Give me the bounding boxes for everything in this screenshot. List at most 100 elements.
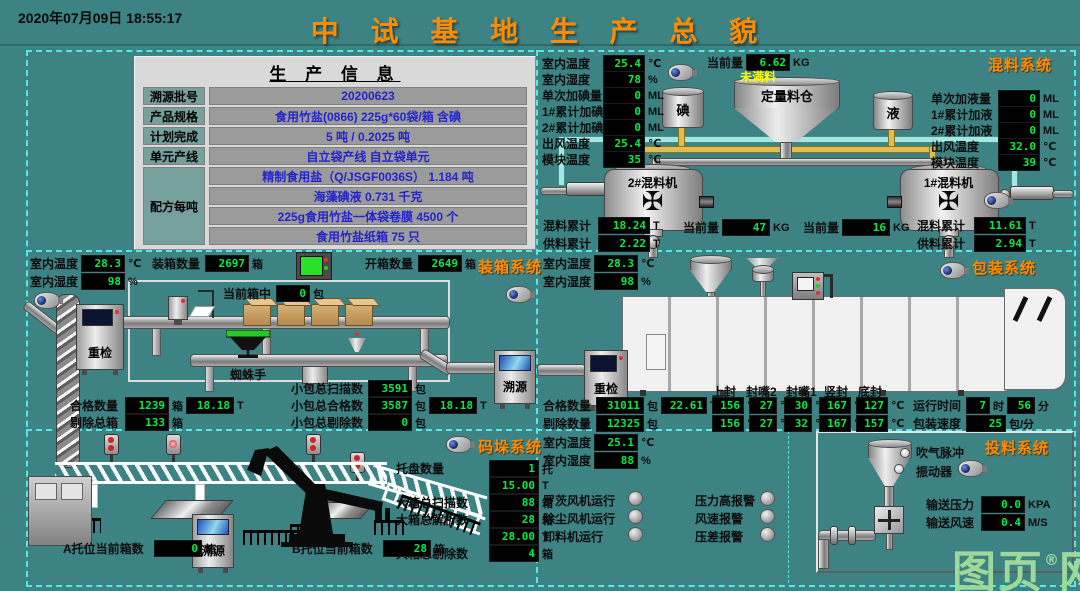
- control-panel-icon[interactable]: [792, 272, 824, 300]
- indicator-label: 罗茨风机运行: [543, 494, 616, 508]
- count-unit: 箱: [434, 543, 445, 556]
- count-label: 当前箱中: [223, 287, 272, 301]
- env-unit: ℃: [128, 258, 142, 270]
- param-label: 出风温度: [542, 137, 591, 151]
- led-value: 28.00: [489, 528, 539, 545]
- count-unit: 箱: [172, 417, 183, 430]
- count-unit: T: [542, 479, 549, 492]
- indicator-label: 卸料机运行: [543, 530, 604, 544]
- boxing-system-title[interactable]: 装箱系统: [478, 259, 543, 276]
- led-value: 18.18: [429, 397, 477, 414]
- param-label: 2#累计加碘: [542, 121, 604, 135]
- env-unit: ℃: [641, 437, 655, 449]
- led-value: 25.1: [594, 434, 638, 451]
- packaging-system-title[interactable]: 包装系统: [972, 260, 1037, 277]
- count-unit: 箱: [172, 400, 183, 413]
- camera-icon[interactable]: [34, 292, 63, 309]
- production-info-panel: 生 产 信 息 溯源批号 20200623 产品规格 食用竹盐(0866) 22…: [134, 56, 536, 250]
- machine-screen: [197, 519, 229, 535]
- count-unit: 箱: [252, 258, 263, 271]
- param-label: 1#累计加液: [931, 108, 993, 122]
- count-unit: 包: [647, 418, 658, 431]
- param-label: 1#累计加碘: [542, 105, 604, 119]
- param-unit: ℃: [1043, 157, 1057, 169]
- machine-screen: [590, 355, 617, 372]
- param-unit: KPA: [1028, 498, 1051, 511]
- env-label: 室内温度: [30, 257, 79, 271]
- led-value: 22.61: [661, 397, 707, 414]
- sensor-device: [168, 296, 188, 325]
- count-unit: 箱: [542, 514, 553, 527]
- count-label: 合格数量: [70, 399, 119, 413]
- signal-light-icon: [104, 434, 119, 464]
- packaging-machine: [622, 296, 1008, 392]
- led-value: 25: [966, 415, 1006, 432]
- count-label: 小包总扫描数: [291, 382, 364, 396]
- env-label: 室内温度: [543, 257, 592, 271]
- led-value: 88: [489, 494, 539, 511]
- temp-unit: ℃: [891, 400, 905, 412]
- led-value: 32.0: [998, 138, 1040, 155]
- count-label: B托位当前箱数: [292, 542, 373, 556]
- param-label: 输送压力: [926, 498, 975, 512]
- machine-label: 溯源: [502, 380, 527, 394]
- indicator-lamp: [760, 491, 775, 506]
- indicator-label: 风速报警: [695, 512, 744, 526]
- monitor-icon[interactable]: [296, 252, 332, 280]
- param-unit: M/S: [1028, 516, 1048, 529]
- indicator-label: 压力高报警: [695, 494, 756, 508]
- conveyor-leg: [408, 366, 417, 392]
- watermark-text: 网: [1059, 547, 1080, 591]
- indicator-lamp: [628, 509, 643, 524]
- param-unit: ML: [1043, 92, 1059, 105]
- runtime-unit: 时: [993, 400, 1004, 413]
- horizontal-divider-2: [26, 429, 1072, 431]
- param-unit: ℃: [1043, 141, 1057, 153]
- led-value: 0: [154, 540, 202, 557]
- piston-cylinder: [1010, 186, 1054, 200]
- boxing-inner-panel: [128, 280, 450, 382]
- palletizing-system-title[interactable]: 码垛系统: [478, 439, 543, 456]
- param-label: 模块温度: [542, 153, 591, 167]
- mixing-system-title[interactable]: 混料系统: [988, 57, 1053, 74]
- led-value: 2697: [205, 255, 249, 272]
- liquid-tank: 液: [873, 91, 913, 130]
- feeding-system-title[interactable]: 投料系统: [985, 440, 1050, 457]
- machine-label: 溯源: [200, 544, 225, 558]
- machine-foot: [640, 390, 646, 396]
- led-value: 156: [712, 415, 744, 432]
- led-value: 1239: [125, 397, 169, 414]
- camera-icon[interactable]: [506, 286, 535, 303]
- camera-icon[interactable]: [984, 192, 1013, 209]
- count-unit: T: [237, 399, 244, 412]
- led-value: 0: [603, 119, 645, 136]
- led-value: 3587: [368, 397, 412, 414]
- seal-header: 竖封: [824, 385, 849, 399]
- production-info-title: 生 产 信 息: [269, 65, 401, 84]
- mixer-name: 2#混料机: [627, 176, 678, 190]
- param-unit: ML: [648, 89, 664, 102]
- param-label: 单次加碘量: [542, 89, 603, 103]
- led-value: 28.3: [594, 255, 638, 272]
- camera-icon[interactable]: [940, 262, 969, 279]
- pipe: [558, 136, 565, 186]
- count-unit: T: [542, 530, 549, 543]
- silo-current-label: 当前量: [707, 56, 744, 70]
- watermark-text: 图页: [952, 547, 1044, 591]
- led-value: 18.24: [598, 217, 650, 234]
- total-unit: T: [1029, 237, 1036, 250]
- camera-icon[interactable]: [668, 64, 697, 81]
- param-label: 输送风速: [926, 516, 975, 530]
- count-label: 装箱数量: [152, 257, 201, 271]
- info-row-value: 自立袋产线 自立袋单元: [209, 147, 527, 165]
- camera-icon[interactable]: [958, 460, 987, 477]
- trace-machine: 溯源: [494, 350, 536, 409]
- camera-icon[interactable]: [446, 436, 475, 453]
- seal-header: 底封: [858, 385, 883, 399]
- watermark-logo: 图页®网: [952, 536, 1080, 591]
- mixer-current-label: 当前量: [803, 221, 840, 235]
- silo-current-value: 6.62: [746, 54, 791, 71]
- indicator-label: 除尘风机运行: [543, 512, 616, 526]
- info-row-value: 5 吨 / 0.2025 吨: [209, 127, 527, 145]
- spider-hand-label: 蜘蛛手: [230, 368, 267, 382]
